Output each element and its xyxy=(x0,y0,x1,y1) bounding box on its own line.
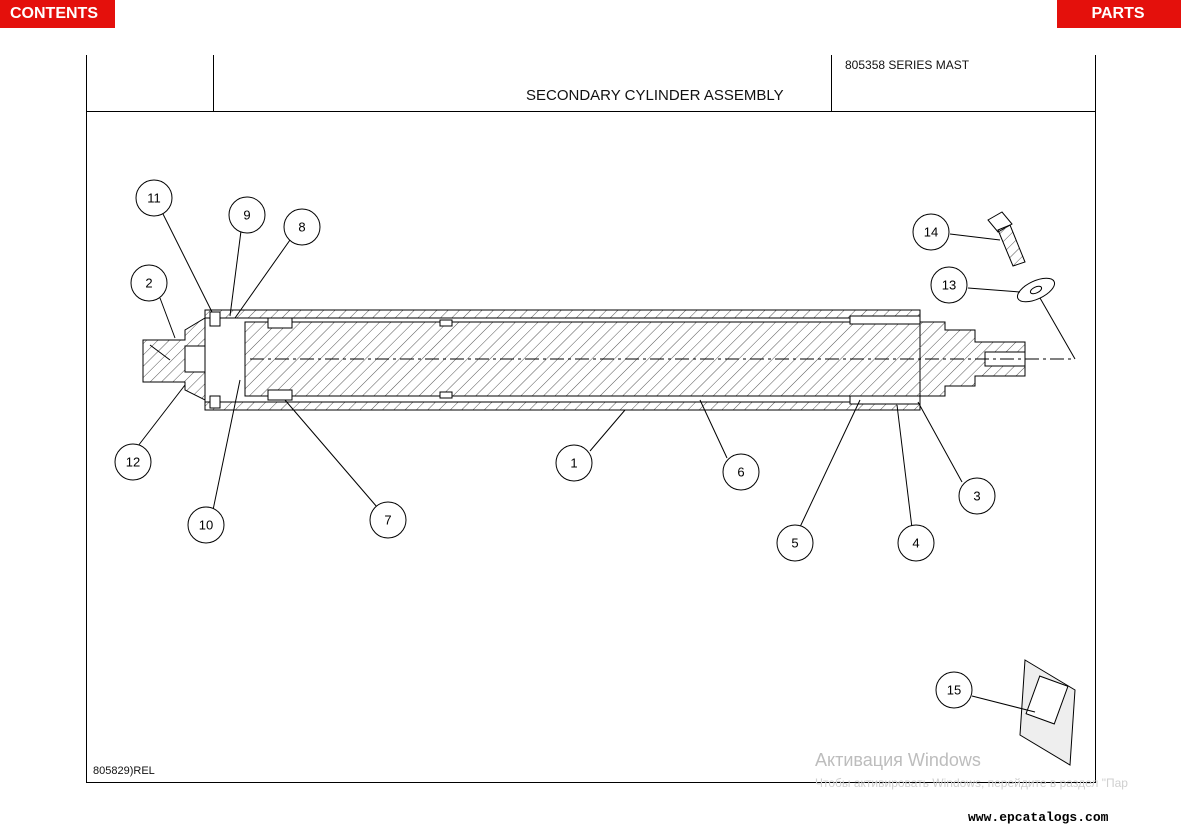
leader-lines xyxy=(137,213,1036,713)
svg-text:15: 15 xyxy=(947,683,961,698)
callout-1: 1 xyxy=(555,444,593,482)
callout-5: 5 xyxy=(776,524,814,562)
svg-text:3: 3 xyxy=(973,489,980,504)
parts-index-button[interactable]: PARTS INDEX xyxy=(1057,0,1181,50)
svg-text:11: 11 xyxy=(147,191,161,206)
svg-text:12: 12 xyxy=(126,455,140,470)
title-block-divider xyxy=(86,111,1095,112)
seal-kit-packet-icon xyxy=(1019,659,1076,766)
svg-text:6: 6 xyxy=(737,465,744,480)
title-block-separator xyxy=(831,55,832,111)
callout-7: 7 xyxy=(369,501,407,539)
callout-11: 11 xyxy=(135,179,173,217)
svg-text:8: 8 xyxy=(298,220,305,235)
site-url: www.epcatalogs.com xyxy=(968,810,1109,825)
svg-text:14: 14 xyxy=(924,225,938,240)
windows-activation-watermark: Активация Windows xyxy=(815,750,981,770)
svg-text:7: 7 xyxy=(384,513,391,528)
bolt-icon xyxy=(987,211,1026,267)
callout-12: 12 xyxy=(114,443,152,481)
callout-14: 14 xyxy=(912,213,950,251)
piston-rod-icon xyxy=(244,321,1075,397)
drawing-code: 805829)REL xyxy=(93,765,155,777)
drawing-frame xyxy=(86,55,1096,783)
svg-text:9: 9 xyxy=(243,208,250,223)
callout-8: 8 xyxy=(283,208,321,246)
callout-9: 9 xyxy=(228,196,266,234)
callout-3: 3 xyxy=(958,477,996,515)
callout-13: 13 xyxy=(930,266,968,304)
callout-2: 2 xyxy=(130,264,168,302)
callout-15: 15 xyxy=(935,671,973,709)
series-label: 805358 SERIES MAST xyxy=(845,58,970,72)
title-block-separator xyxy=(213,55,214,111)
svg-text:5: 5 xyxy=(791,536,798,551)
washer-icon xyxy=(1016,277,1056,303)
callout-4: 4 xyxy=(897,524,935,562)
windows-activation-subtext: Чтобы активировать Windows, перейдите в … xyxy=(815,776,1128,790)
svg-text:2: 2 xyxy=(145,276,152,291)
callout-6: 6 xyxy=(722,453,760,491)
assembly-line-icon xyxy=(1039,297,1076,360)
svg-text:10: 10 xyxy=(199,518,213,533)
svg-text:1: 1 xyxy=(570,456,577,471)
contents-button[interactable]: CONTENTS xyxy=(0,0,115,28)
page-title: SECONDARY CYLINDER ASSEMBLY xyxy=(526,87,784,104)
svg-text:4: 4 xyxy=(912,536,919,551)
svg-text:13: 13 xyxy=(942,278,956,293)
seal-icon xyxy=(209,311,921,409)
callout-10: 10 xyxy=(187,506,225,544)
